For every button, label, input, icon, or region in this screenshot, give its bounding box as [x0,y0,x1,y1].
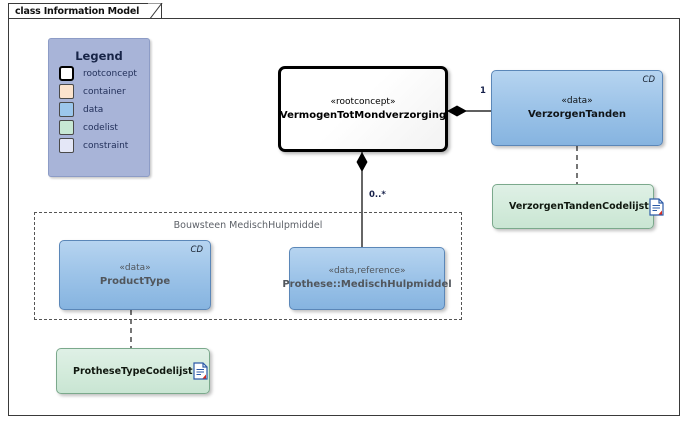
legend-label-container: container [83,86,126,97]
class-name: VerzorgenTanden [527,108,627,120]
class-name: VerzorgenTandenCodelijst [509,201,649,212]
cd-marker: CD [642,75,655,85]
legend-item-data: data [59,102,149,117]
legend-panel: Legend rootconcept container data codeli… [48,38,150,177]
legend-label-data: data [83,104,104,115]
diagram-title: class Information Model [15,6,140,17]
package-label: Bouwsteen MedischHulpmiddel [173,220,323,231]
composition-diamond-verzorgentanden [447,105,467,117]
cd-marker: CD [190,245,203,255]
legend-label-codelist: codelist [83,122,118,133]
legend-title: Legend [75,49,123,63]
class-stereotype: «rootconcept» [330,96,396,107]
class-verzorgentandencodelijst[interactable]: VerzorgenTandenCodelijst [492,184,664,229]
legend-swatch-data [59,102,74,117]
class-producttype[interactable]: CD «data» ProductType [59,240,211,310]
class-stereotype: «data» [561,95,593,106]
legend-swatch-container [59,84,74,99]
class-vermogentotmondverzorging[interactable]: «rootconcept» VermogenTotMondverzorging [278,66,448,152]
class-name: Prothese::MedischHulpmiddel [282,279,452,290]
multiplicity-verzorgentanden: 1 [480,86,486,96]
legend-label-rootconcept: rootconcept [83,68,137,79]
legend-item-codelist: codelist [59,120,149,135]
multiplicity-medischhulpmiddel: 0..* [369,190,386,200]
class-prothesetypecodelijst[interactable]: ProtheseTypeCodelijst [56,348,210,394]
class-stereotype: «data» [119,262,151,273]
class-name: VermogenTotMondverzorging [279,109,447,121]
legend-label-constraint: constraint [83,140,129,151]
legend-swatch-constraint [59,138,74,153]
document-icon [192,362,208,380]
document-icon [649,197,664,216]
legend-item-container: container [59,84,149,99]
legend-item-constraint: constraint [59,138,149,153]
class-name: ProtheseTypeCodelijst [73,365,193,377]
class-name: ProductType [99,275,171,287]
composition-diamond-medischhulpmiddel [356,152,368,172]
package-bouwsteen-medischhulpmiddel: Bouwsteen MedischHulpmiddel [34,212,462,320]
legend-swatch-codelist [59,120,74,135]
class-stereotype: «data,reference» [328,266,406,276]
class-verzorgentanden[interactable]: CD «data» VerzorgenTanden [491,70,663,146]
legend-swatch-rootconcept [59,66,74,81]
legend-item-rootconcept: rootconcept [59,66,149,81]
class-prothese-medischhulpmiddel[interactable]: «data,reference» Prothese::MedischHulpmi… [282,247,452,310]
